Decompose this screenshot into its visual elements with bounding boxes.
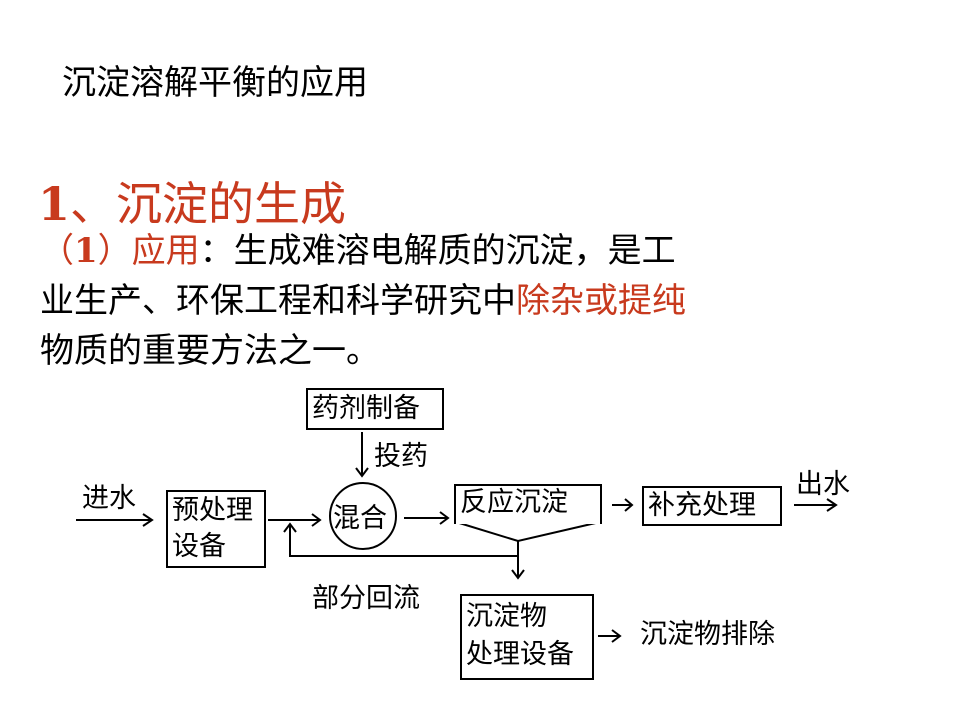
sediment-box <box>460 594 594 680</box>
paragraph-line1-text: 生成难溶电解质的沉淀，是工 <box>233 231 676 271</box>
react-box-funnel <box>455 521 601 543</box>
supplement-box <box>642 486 782 526</box>
sediment-discharge-label: 沉淀物排除 <box>640 619 775 650</box>
sediment-label-2: 处理设备 <box>466 639 574 670</box>
partial-return-line <box>289 524 519 557</box>
react-label: 反应沉淀 <box>460 487 568 518</box>
react-box <box>454 484 602 524</box>
section-heading-text: 、沉淀的生成 <box>70 177 347 231</box>
mix-circle <box>329 482 397 550</box>
paragraph-line-2: 业生产、环保工程和科学研究中除杂或提纯 <box>40 276 920 326</box>
pretreat-label-2: 设备 <box>172 531 226 562</box>
water-out-label: 出水 <box>796 469 850 500</box>
pretreat-box <box>166 490 266 568</box>
paragraph-line-3: 物质的重要方法之一。 <box>40 331 380 371</box>
paragraph-colon: ： <box>199 231 234 271</box>
paragraph-line-1: （1）应用：生成难溶电解质的沉淀，是工 <box>40 226 920 276</box>
sediment-label-1: 沉淀物 <box>466 601 547 632</box>
dosing-label: 投药 <box>374 441 428 472</box>
paragraph-prefix-number: 1 <box>74 231 98 271</box>
section-number: 1 <box>38 177 71 231</box>
paragraph-highlight: 除杂或提纯 <box>516 281 686 321</box>
mix-label: 混合 <box>333 503 387 534</box>
page-title: 沉淀溶解平衡的应用 <box>62 63 368 103</box>
section-heading: 1、沉淀的生成 <box>38 176 346 232</box>
supplement-label: 补充处理 <box>648 490 756 521</box>
drug-prep-box <box>306 388 444 430</box>
paragraph-prefix-label: ）应用 <box>97 231 200 271</box>
paragraph-prefix-open: （ <box>40 231 74 271</box>
paragraph-line2-text: 业生产、环保工程和科学研究中 <box>40 281 516 321</box>
water-in-label: 进水 <box>82 483 136 514</box>
partial-return-label: 部分回流 <box>312 583 420 614</box>
application-paragraph: （1）应用：生成难溶电解质的沉淀，是工 业生产、环保工程和科学研究中除杂或提纯 … <box>40 226 920 376</box>
pretreat-label-1: 预处理 <box>172 495 253 526</box>
drug-prep-label: 药剂制备 <box>312 393 420 424</box>
